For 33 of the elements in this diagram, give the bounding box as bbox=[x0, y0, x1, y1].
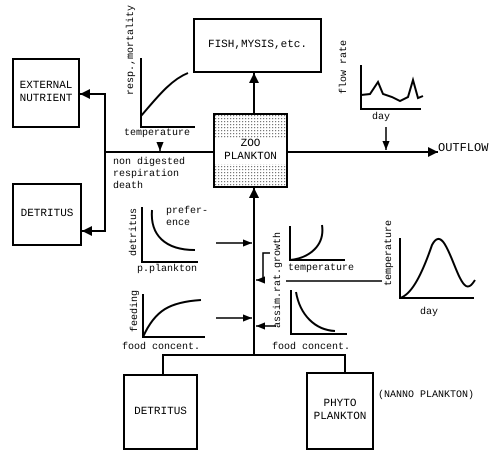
annotation: (NANNO PLANKTON) bbox=[378, 390, 476, 402]
compartment-box bbox=[12, 58, 80, 128]
box-label: EXTERNAL NUTRIENT bbox=[18, 80, 74, 106]
axis-label: prefer-ence bbox=[166, 206, 208, 230]
axis-label: food concent. bbox=[272, 342, 352, 354]
box-label: DETRITUS bbox=[134, 406, 187, 418]
axis-label: day bbox=[372, 112, 392, 124]
axis-label: day bbox=[420, 307, 440, 319]
axis-label: food concent. bbox=[122, 342, 202, 354]
axis-label: feeding bbox=[130, 290, 142, 332]
box-label: PHYTO PLANKTON bbox=[312, 398, 368, 424]
flow-label: OUTFLOW bbox=[438, 140, 494, 156]
flow-arrow bbox=[82, 151, 213, 236]
box-label: DETRITUS bbox=[20, 208, 74, 221]
flow-arrow bbox=[249, 73, 259, 113]
flow-arrow bbox=[249, 188, 346, 372]
flow-note: non digested respiration death bbox=[113, 157, 186, 193]
axis-label: temperature bbox=[384, 220, 396, 286]
compartment-box bbox=[306, 372, 374, 450]
compartment-box bbox=[12, 183, 82, 246]
axis-label: p.plankton bbox=[137, 264, 198, 276]
axis-label: assim.rat.growth bbox=[273, 232, 285, 328]
axis-label: detritus bbox=[129, 208, 141, 256]
axis-label: temperature bbox=[124, 128, 192, 140]
compartment-box bbox=[193, 18, 322, 73]
box-label: FISH,MYSIS,etc. bbox=[208, 39, 308, 52]
axis-label: temperature bbox=[288, 263, 356, 275]
compartment-box bbox=[123, 374, 198, 450]
compartment-box bbox=[213, 113, 288, 188]
axis-label: resp.,mortality bbox=[126, 5, 138, 96]
axis-label: flow rate bbox=[339, 40, 351, 94]
flow-arrow bbox=[288, 147, 438, 157]
box-label: ZOO PLANKTON bbox=[215, 138, 286, 164]
